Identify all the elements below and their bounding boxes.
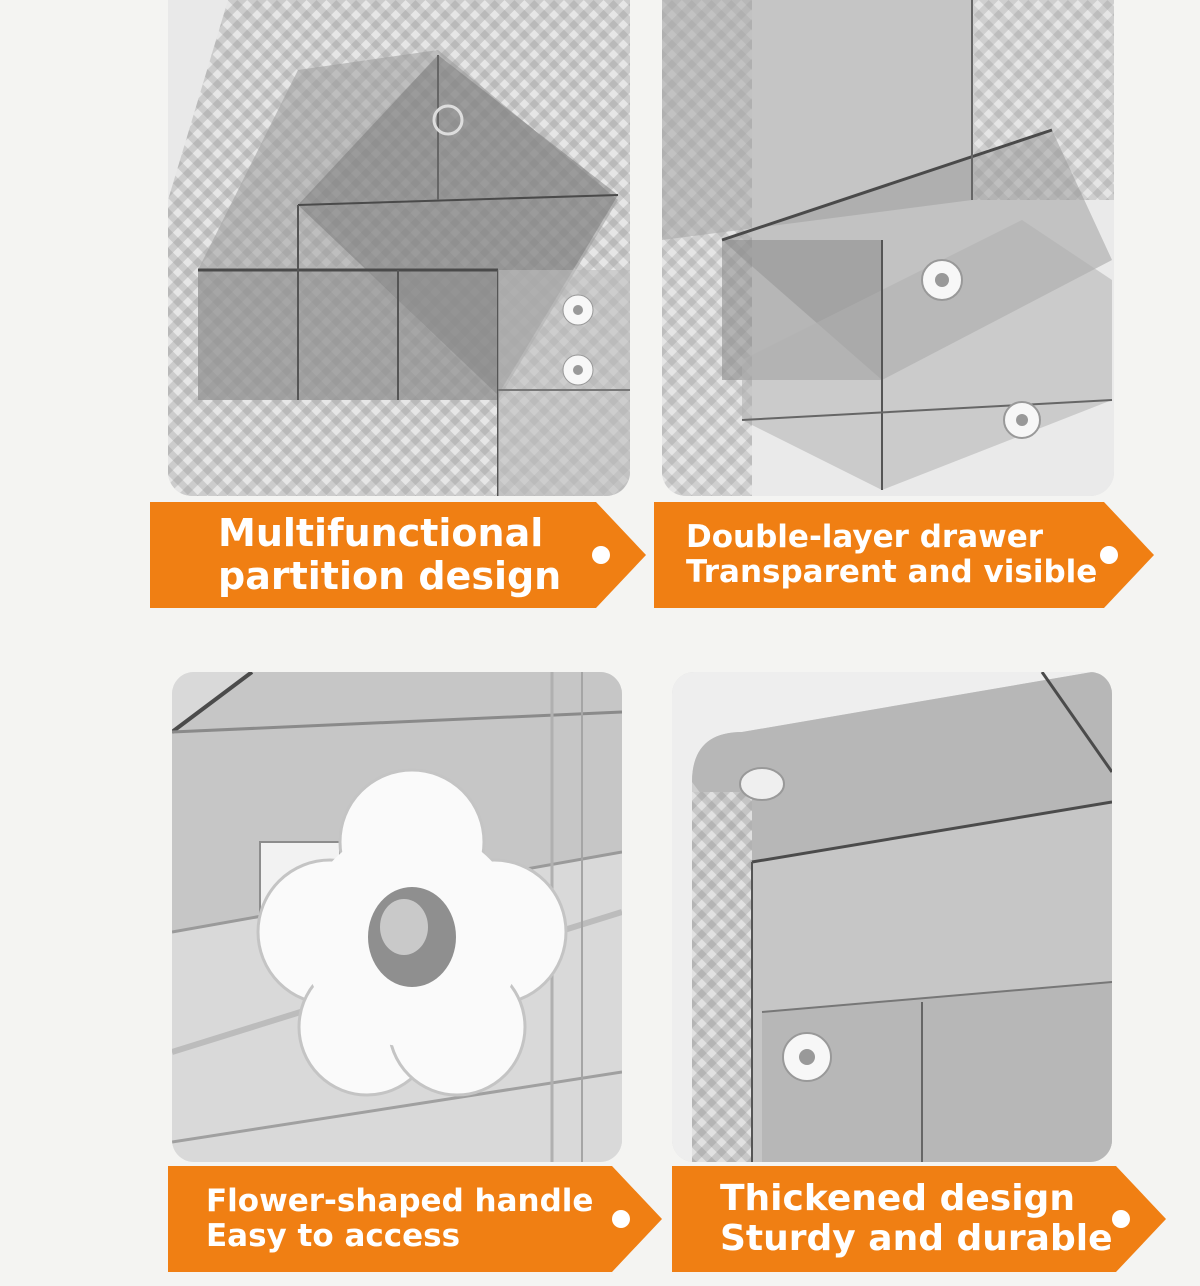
feature-caption-line-2: Sturdy and durable	[720, 1218, 1113, 1259]
feature-caption-line-1: Multifunctional	[218, 511, 544, 556]
feature-caption: Flower-shaped handle Easy to access	[206, 1166, 593, 1272]
bullet-dot-icon	[592, 546, 610, 564]
feature-caption-line-2: partition design	[218, 554, 562, 598]
feature-caption: Double-layer drawer Transparent and visi…	[686, 502, 1097, 608]
bullet-dot-icon	[1112, 1210, 1130, 1228]
feature-caption: Thickened design Sturdy and durable	[720, 1166, 1112, 1272]
banner-arrow-shape	[168, 1166, 662, 1272]
feature-banner-thickened: Thickened design Sturdy and durable	[672, 1166, 1166, 1272]
feature-banner-drawer: Double-layer drawer Transparent and visi…	[654, 502, 1154, 608]
bullet-dot-icon	[1100, 546, 1118, 564]
partition-design-photo	[168, 0, 630, 496]
feature-caption: Multifunctional partition design	[218, 502, 561, 608]
feature-caption-line-1: Thickened design	[720, 1177, 1075, 1219]
banner-arrow-shape	[150, 502, 646, 608]
feature-caption-line-1: Flower-shaped handle	[206, 1183, 594, 1220]
double-layer-drawer-photo	[662, 0, 1114, 496]
banner-arrow-shape	[672, 1166, 1166, 1272]
flower-handle-photo	[172, 672, 622, 1162]
bullet-dot-icon	[612, 1210, 630, 1228]
feature-caption-line-2: Transparent and visible	[686, 554, 1098, 590]
feature-banner-partition: Multifunctional partition design	[150, 502, 646, 608]
feature-caption-line-1: Double-layer drawer	[686, 519, 1044, 556]
feature-banner-handle: Flower-shaped handle Easy to access	[168, 1166, 662, 1272]
banner-arrow-shape	[654, 502, 1154, 608]
feature-caption-line-2: Easy to access	[206, 1218, 461, 1254]
thickened-design-photo	[672, 672, 1112, 1162]
